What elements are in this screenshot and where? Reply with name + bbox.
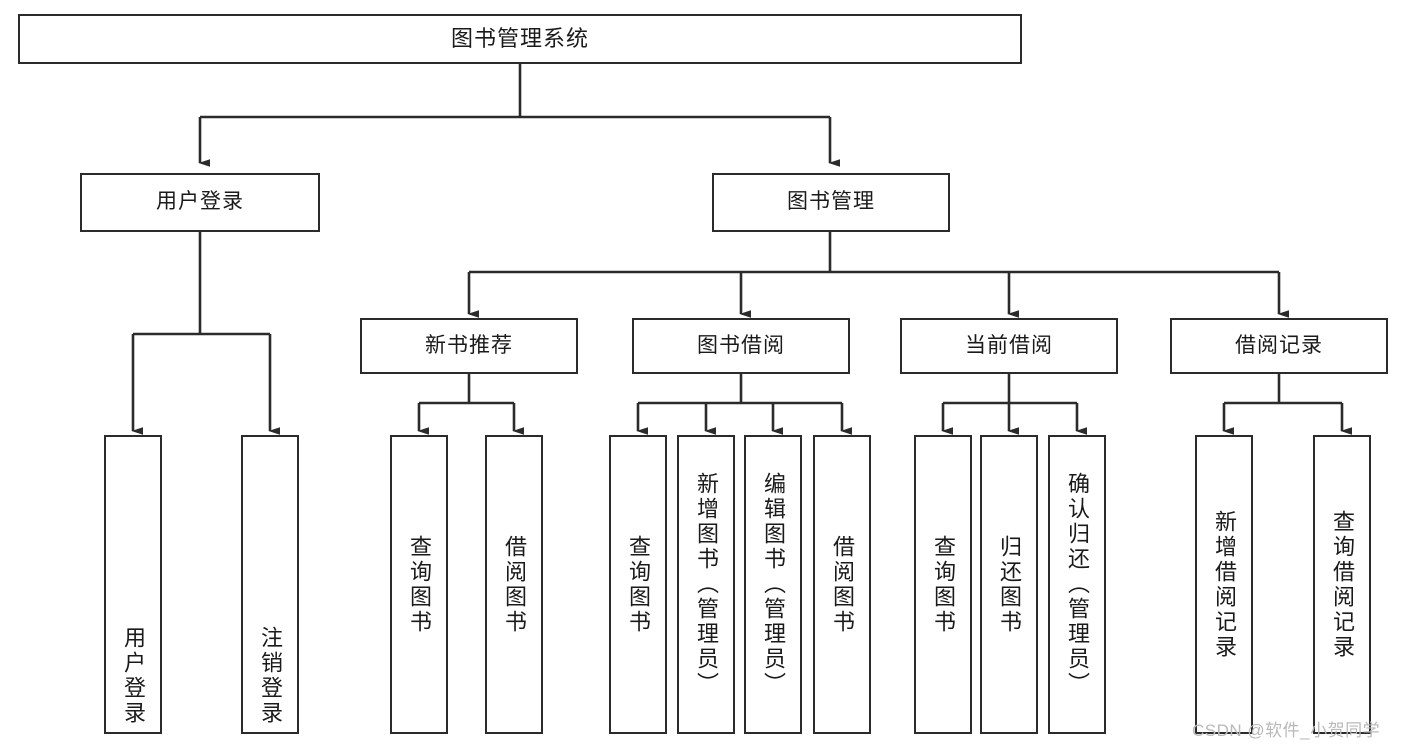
- node-root-system-label: 图书管理系统: [450, 26, 589, 52]
- node-leaf-user-login-label: 用户登录: [121, 626, 146, 726]
- node-leaf-edit-book[interactable]: 编辑图书（管理员）: [744, 435, 802, 734]
- node-book-borrow[interactable]: 图书借阅: [632, 318, 850, 374]
- node-leaf-query-record[interactable]: 查询借阅记录: [1313, 435, 1371, 734]
- node-leaf-add-book-label: 新增图书（管理员）: [694, 472, 719, 697]
- node-root-system[interactable]: 图书管理系统: [18, 14, 1022, 64]
- node-leaf-query-book-3-label: 查询图书: [931, 534, 956, 635]
- node-book-management[interactable]: 图书管理: [712, 173, 950, 232]
- node-leaf-borrow-book-2-label: 借阅图书: [830, 534, 855, 635]
- node-current-borrow[interactable]: 当前借阅: [900, 318, 1118, 374]
- node-user-login[interactable]: 用户登录: [80, 173, 320, 232]
- node-borrow-record[interactable]: 借阅记录: [1170, 318, 1388, 374]
- node-leaf-query-book-1-label: 查询图书: [407, 534, 432, 635]
- node-leaf-borrow-book-1[interactable]: 借阅图书: [485, 435, 543, 734]
- node-leaf-query-record-label: 查询借阅记录: [1330, 509, 1355, 660]
- node-leaf-logout-login[interactable]: 注销登录: [241, 435, 299, 734]
- node-leaf-query-book-1[interactable]: 查询图书: [390, 435, 448, 734]
- node-new-book-recommend-label: 新书推荐: [425, 333, 513, 357]
- node-leaf-borrow-book-1-label: 借阅图书: [502, 534, 527, 635]
- node-borrow-record-label: 借阅记录: [1235, 333, 1323, 357]
- node-leaf-user-login[interactable]: 用户登录: [104, 435, 162, 734]
- node-leaf-confirm-return-label: 确认归还（管理员）: [1065, 472, 1090, 697]
- node-current-borrow-label: 当前借阅: [965, 333, 1053, 357]
- node-user-login-label: 用户登录: [156, 190, 244, 214]
- node-leaf-confirm-return[interactable]: 确认归还（管理员）: [1048, 435, 1106, 734]
- node-leaf-add-book[interactable]: 新增图书（管理员）: [677, 435, 735, 734]
- node-leaf-query-book-2-label: 查询图书: [626, 534, 651, 635]
- csdn-watermark: CSDN @软件_小贺同学: [1192, 721, 1381, 740]
- node-leaf-add-record[interactable]: 新增借阅记录: [1195, 435, 1253, 734]
- node-leaf-add-record-label: 新增借阅记录: [1212, 509, 1237, 660]
- node-book-borrow-label: 图书借阅: [697, 333, 785, 357]
- node-new-book-recommend[interactable]: 新书推荐: [360, 318, 578, 374]
- node-leaf-return-book[interactable]: 归还图书: [980, 435, 1038, 734]
- node-leaf-logout-login-label: 注销登录: [258, 626, 283, 726]
- node-leaf-borrow-book-2[interactable]: 借阅图书: [813, 435, 871, 734]
- node-book-management-label: 图书管理: [787, 190, 875, 214]
- node-leaf-query-book-2[interactable]: 查询图书: [609, 435, 667, 734]
- node-leaf-query-book-3[interactable]: 查询图书: [914, 435, 972, 734]
- node-leaf-return-book-label: 归还图书: [997, 534, 1022, 635]
- node-leaf-edit-book-label: 编辑图书（管理员）: [761, 472, 786, 697]
